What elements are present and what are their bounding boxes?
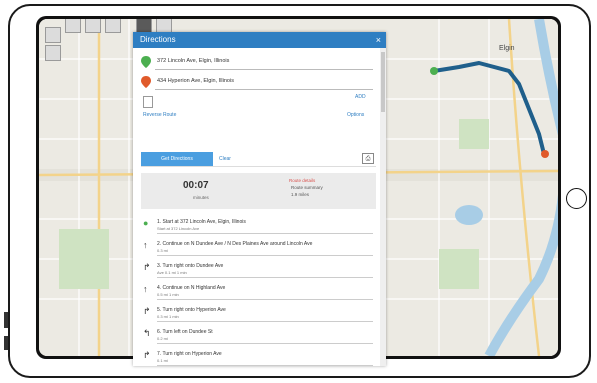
add-stop-icon[interactable] — [143, 96, 153, 108]
straight-arrow-icon: ↑ — [143, 284, 148, 294]
search-tool-icon[interactable] — [156, 19, 172, 33]
step-detail: 0.3 mi — [157, 248, 168, 253]
map-city-label: Elgin — [499, 45, 515, 52]
step-detail: Start at 372 Lincoln Ave — [157, 226, 200, 231]
power-button — [4, 336, 8, 350]
step-text: 7. Turn right on Hyperion Ave — [157, 351, 222, 357]
legend-tool-icon[interactable] — [105, 19, 121, 33]
step-detail: 0.1 mi — [157, 358, 168, 363]
end-marker[interactable] — [541, 150, 549, 158]
tab-get-directions[interactable]: Get Directions — [141, 152, 213, 166]
turn-left-icon: ↰ — [143, 328, 151, 338]
print-icon[interactable]: ⎙ — [362, 153, 374, 164]
panel-header: Directions × — [133, 32, 386, 48]
layers-tool-icon[interactable] — [85, 19, 101, 33]
tab-clear[interactable]: Clear — [219, 156, 231, 162]
home-button[interactable] — [566, 188, 587, 209]
total-time: 00:07 — [183, 180, 209, 191]
step-text: 1. Start at 372 Lincoln Ave, Elgin, Illi… — [157, 219, 246, 225]
direction-step[interactable]: ● 1. Start at 372 Lincoln Ave, Elgin, Ill… — [141, 218, 373, 236]
step-detail: Ave 0.1 mi 1 min — [157, 270, 187, 275]
turn-right-icon: ↱ — [143, 350, 151, 360]
tabs: Get Directions Clear ⎙ — [141, 152, 376, 167]
step-detail: 0.3 mi 1 min — [157, 314, 179, 319]
add-stop-button[interactable]: ADD — [355, 94, 366, 100]
destination-text: 434 Hyperion Ave, Elgin, Illinois — [157, 78, 234, 84]
turn-right-icon: ↱ — [143, 262, 151, 272]
step-text: 5. Turn right onto Hyperion Ave — [157, 307, 226, 313]
reverse-route-link[interactable]: Reverse Route — [143, 112, 177, 118]
start-pin-icon: ● — [143, 218, 149, 228]
step-text: 3. Turn right onto Dundee Ave — [157, 263, 224, 269]
destination-stop[interactable]: 434 Hyperion Ave, Elgin, Illinois — [141, 76, 373, 90]
close-icon[interactable]: × — [375, 35, 381, 45]
options-link[interactable]: Options — [347, 112, 365, 118]
end-pin-icon — [141, 76, 151, 88]
origin-text: 372 Lincoln Ave, Elgin, Illinois — [157, 58, 230, 64]
direction-step[interactable]: ↑ 2. Continue on N Dundee Ave / N Des Pla… — [141, 240, 373, 258]
turn-right-icon: ↱ — [143, 306, 151, 316]
start-pin-icon — [141, 56, 151, 68]
step-text: 6. Turn left on Dundee St — [157, 329, 213, 335]
basemap-tool-icon[interactable] — [65, 19, 81, 33]
total-time-unit: minutes — [193, 195, 209, 200]
home-map-icon[interactable] — [45, 27, 61, 43]
panel-title: Directions — [140, 35, 176, 44]
origin-stop[interactable]: 372 Lincoln Ave, Elgin, Illinois — [141, 56, 373, 70]
volume-button — [4, 312, 8, 328]
step-text: 2. Continue on N Dundee Ave / N Des Plai… — [157, 241, 313, 247]
route-distance: 1.9 miles — [291, 192, 310, 197]
locate-map-icon[interactable] — [45, 45, 61, 61]
route-details-link[interactable]: Route details — [289, 178, 316, 183]
route-line — [433, 61, 546, 155]
start-marker[interactable] — [430, 67, 438, 75]
directions-tool-icon[interactable] — [136, 19, 152, 33]
panel-scrollbar[interactable] — [380, 48, 386, 366]
route-summary-text: Route summary — [291, 185, 323, 190]
step-detail: 0.2 mi — [157, 336, 168, 341]
route-summary: 00:07 minutes Route details Route summar… — [141, 173, 376, 209]
step-detail: 0.5 mi 1 min — [157, 292, 179, 297]
directions-panel: Directions × 372 Lincoln Ave, Elgin, Ill… — [133, 32, 386, 366]
straight-arrow-icon: ↑ — [143, 240, 148, 250]
step-text: 4. Continue on N Highland Ave — [157, 285, 226, 291]
